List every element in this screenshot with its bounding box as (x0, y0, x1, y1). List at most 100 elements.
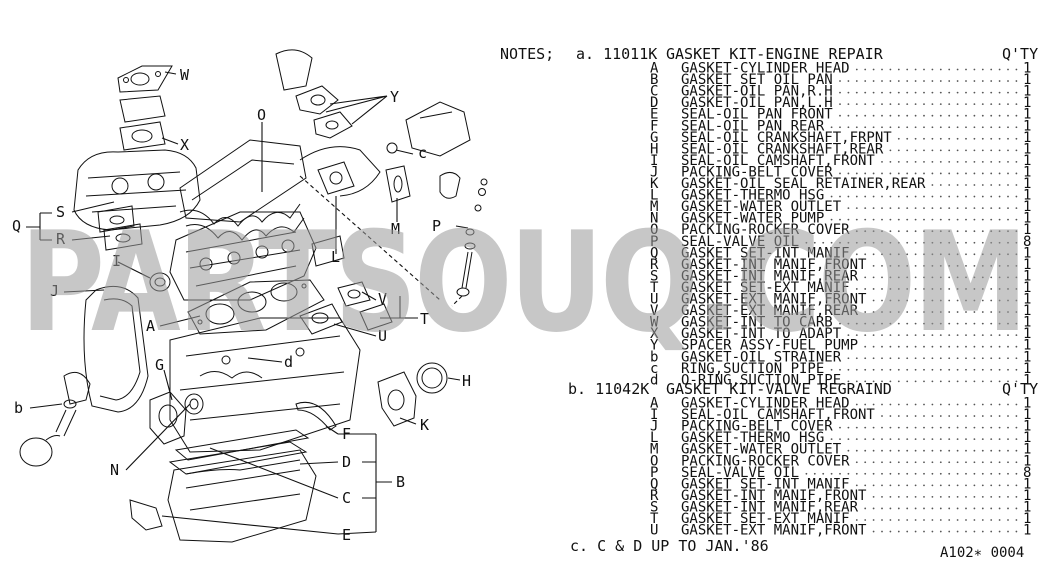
item-qty: 1 (1023, 118, 1031, 134)
item-name: GASKET-EXT MANIF,FRONT (681, 523, 867, 539)
dot-leader (897, 276, 900, 279)
dot-leader (872, 461, 875, 464)
dot-leader (948, 68, 951, 71)
dot-leader (956, 126, 959, 129)
dot-leader (956, 299, 959, 302)
dot-leader (973, 184, 976, 186)
dot-leader (990, 438, 993, 441)
dot-leader (881, 345, 883, 348)
dot-leader (956, 276, 959, 279)
dot-leader (965, 288, 967, 290)
dot-leader (906, 288, 909, 290)
dot-leader (931, 345, 934, 348)
dot-leader (914, 241, 917, 244)
dot-leader (864, 195, 867, 198)
dot-leader (914, 496, 917, 498)
dot-leader (956, 357, 959, 360)
dot-leader (847, 449, 850, 452)
dot-leader (872, 345, 875, 348)
callout-A: A (146, 317, 155, 335)
dot-leader (889, 507, 892, 510)
item-name: GASKET SET-INT MANIF (681, 245, 850, 261)
dot-leader (855, 288, 858, 290)
callout-S: S (56, 203, 65, 221)
dot-leader (889, 426, 892, 429)
dot-leader (1015, 218, 1018, 221)
item-code: c (650, 361, 658, 377)
dot-leader (973, 288, 976, 290)
dot-leader (923, 415, 925, 417)
dot-leader (897, 172, 900, 175)
dot-leader (931, 530, 934, 533)
dot-leader (990, 114, 993, 117)
dot-leader (914, 80, 917, 82)
dot-leader (872, 484, 875, 487)
dot-leader (864, 519, 867, 521)
item-code: X (650, 326, 659, 342)
dot-leader (855, 484, 858, 487)
dot-leader (948, 91, 951, 94)
dot-leader (889, 264, 892, 267)
callout-J: J (50, 282, 59, 300)
dot-leader (939, 438, 942, 441)
dot-leader (897, 415, 900, 417)
dot-leader (855, 68, 858, 71)
dot-leader (973, 519, 976, 521)
dot-leader (939, 184, 942, 186)
dot-leader (965, 103, 967, 106)
item-name: GASKET-OIL STRAINER (681, 349, 842, 365)
dot-leader (939, 345, 942, 348)
dot-leader (990, 149, 993, 152)
dot-leader (998, 218, 1001, 221)
dot-leader (813, 472, 816, 475)
dot-leader (965, 426, 967, 429)
item-code: J (650, 419, 658, 435)
dot-leader (1007, 403, 1009, 406)
dot-leader (948, 403, 951, 406)
dot-leader (906, 68, 909, 71)
dot-leader (889, 345, 892, 348)
dot-leader (939, 403, 942, 406)
dot-leader (948, 438, 951, 441)
dot-leader (973, 322, 976, 325)
dot-leader (973, 253, 976, 256)
dot-leader (981, 103, 984, 106)
dot-leader (864, 507, 867, 510)
dot-leader (872, 172, 875, 175)
callout-W: W (180, 66, 190, 84)
dot-leader (998, 126, 1001, 129)
item-code: O (650, 222, 658, 238)
dot-leader (931, 161, 934, 163)
callout-K: K (420, 416, 429, 434)
dot-leader (998, 426, 1001, 429)
dot-leader (1007, 80, 1009, 82)
dot-leader (973, 207, 976, 210)
dot-leader (998, 438, 1001, 441)
dot-leader (939, 426, 942, 429)
dot-leader (990, 299, 993, 302)
dot-leader (923, 299, 925, 302)
dot-leader (1015, 334, 1018, 337)
dot-leader (872, 103, 875, 106)
dot-leader (956, 438, 959, 441)
dot-leader (981, 357, 984, 360)
callout-b: b (14, 399, 23, 417)
dot-leader (998, 415, 1001, 417)
dot-leader (998, 172, 1001, 175)
dot-leader (990, 472, 993, 475)
dot-leader (948, 345, 951, 348)
dot-leader (998, 195, 1001, 198)
dot-leader (939, 80, 942, 82)
dot-leader (956, 68, 959, 71)
dot-leader (931, 507, 934, 510)
dot-leader (897, 472, 900, 475)
dot-leader (923, 68, 925, 71)
dot-leader (855, 368, 858, 371)
dot-leader (939, 299, 942, 302)
dot-leader (923, 288, 925, 290)
dot-leader (948, 276, 951, 279)
dot-leader (948, 472, 951, 475)
dot-leader (897, 68, 900, 71)
item-code: O (650, 453, 658, 469)
